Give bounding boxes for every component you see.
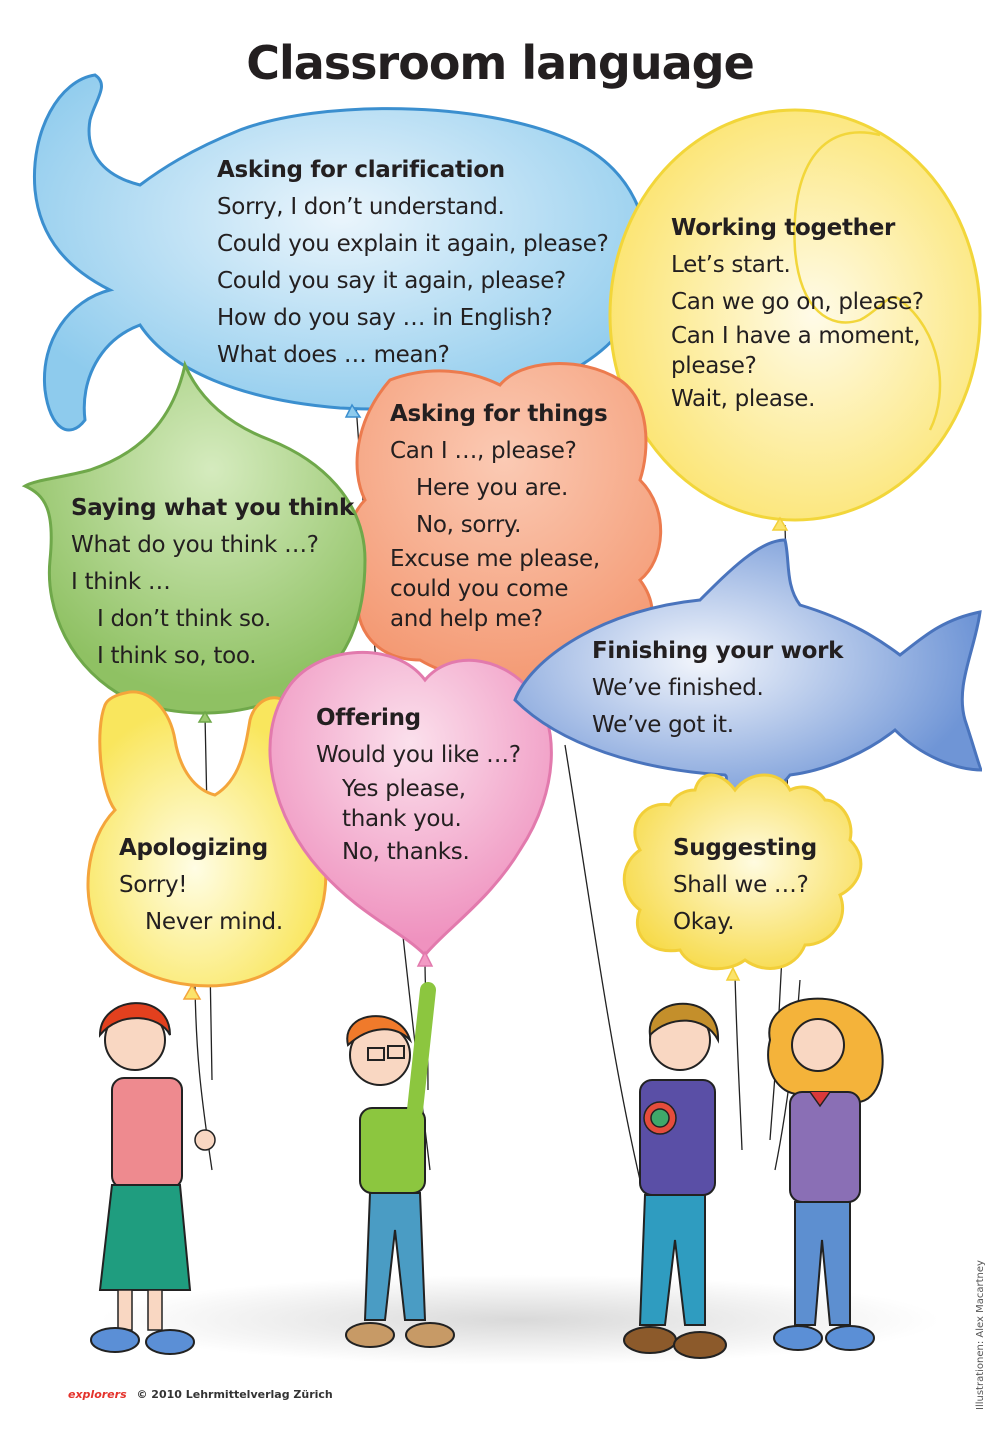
phrase: Shall we …? (673, 872, 809, 898)
phrase: No, thanks. (342, 839, 470, 865)
phrase: I don’t think so. (97, 606, 272, 632)
phrase: We’ve got it. (592, 712, 734, 738)
character-girl-curly-hair (767, 997, 884, 1351)
phrase: What do you think …? (71, 532, 319, 558)
section-heading: Offering (316, 705, 421, 731)
balloon-suggesting (622, 773, 863, 981)
section-heading: Asking for clarification (217, 157, 505, 183)
section-heading: Saying what you think (71, 495, 355, 521)
brand-logo: explorers (68, 1388, 127, 1401)
phrase: Can I have a moment, (671, 323, 921, 349)
phrase: Never mind. (145, 909, 283, 935)
phrase: No, sorry. (416, 512, 522, 538)
phrase: How do you say … in English? (217, 305, 553, 331)
section-finishing: Finishing your work We’ve finished. We’v… (592, 633, 843, 744)
section-heading: Apologizing (119, 835, 268, 861)
phrase: Sorry! (119, 872, 188, 898)
phrase: could you come (390, 576, 569, 602)
phrase: Let’s start. (671, 252, 791, 278)
phrase: I think … (71, 569, 171, 595)
section-asking-things: Asking for things Can I …, please? Here … (390, 396, 608, 634)
phrase: please? (671, 353, 757, 379)
phrase: Could you say it again, please? (217, 268, 566, 294)
section-clarification: Asking for clarification Sorry, I don’t … (217, 152, 609, 374)
phrase: thank you. (342, 806, 462, 832)
section-heading: Suggesting (673, 835, 817, 861)
footer: explorers © 2010 Lehrmittelverlag Zürich (68, 1388, 333, 1401)
phrase: Here you are. (416, 475, 569, 501)
section-apologizing: Apologizing Sorry! Never mind. (119, 830, 283, 941)
ground-shadow (100, 1275, 940, 1365)
phrase: Would you like …? (316, 742, 521, 768)
phrase: Sorry, I don’t understand. (217, 194, 505, 220)
section-offering: Offering Would you like …? Yes please, t… (316, 700, 521, 871)
phrase: and help me? (390, 606, 543, 632)
balloon-working-together (608, 108, 982, 531)
phrase: Excuse me please, (390, 546, 600, 572)
section-working-together: Working together Let’s start. Can we go … (671, 210, 924, 418)
character-boy-glasses (345, 982, 455, 1348)
phrase: Yes please, (342, 776, 466, 802)
section-heading: Working together (671, 215, 896, 241)
phrase: Wait, please. (671, 386, 816, 412)
character-girl-red-hair (90, 1002, 216, 1355)
page-title: Classroom language (246, 36, 755, 90)
phrase: We’ve finished. (592, 675, 764, 701)
phrase: Can I …, please? (390, 438, 577, 464)
character-boy-blond (623, 1002, 727, 1359)
phrase: I think so, too. (97, 643, 257, 669)
phrase: Okay. (673, 909, 735, 935)
illustrator-credit: Illustrationen: Alex Macartney (975, 1260, 986, 1410)
section-saying-think: Saying what you think What do you think … (71, 490, 354, 675)
section-heading: Asking for things (390, 401, 608, 427)
section-heading: Finishing your work (592, 638, 844, 664)
section-suggesting: Suggesting Shall we …? Okay. (673, 830, 817, 941)
copyright: © 2010 Lehrmittelverlag Zürich (136, 1388, 333, 1401)
phrase: What does … mean? (217, 342, 450, 368)
phrase: Can we go on, please? (671, 289, 924, 315)
phrase: Could you explain it again, please? (217, 231, 609, 257)
